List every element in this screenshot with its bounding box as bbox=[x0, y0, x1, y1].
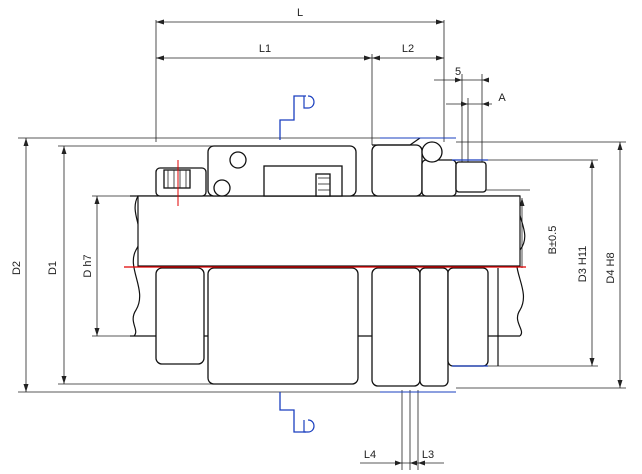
label-D1: D1 bbox=[47, 261, 59, 275]
left-dimensions: D2 D1 D h7 bbox=[11, 137, 420, 393]
label-A: A bbox=[498, 92, 506, 104]
label-D4: D4 H8 bbox=[605, 252, 617, 283]
label-B: B±0.5 bbox=[547, 226, 559, 255]
gland-housing bbox=[279, 95, 488, 433]
seal-upper bbox=[155, 137, 487, 197]
bottom-dimensions: L4 L3 bbox=[360, 390, 444, 470]
label-D2: D2 bbox=[11, 261, 23, 275]
shaft bbox=[130, 195, 526, 337]
label-Dh7: D h7 bbox=[82, 254, 94, 277]
label-L: L bbox=[297, 7, 303, 19]
label-L4: L4 bbox=[364, 449, 376, 461]
label-L1: L1 bbox=[259, 43, 271, 55]
right-dimensions: B±0.5 D3 H11 D4 H8 bbox=[456, 141, 626, 389]
label-5: 5 bbox=[455, 66, 461, 78]
label-L3: L3 bbox=[422, 449, 434, 461]
centerlines bbox=[124, 160, 526, 268]
label-L2: L2 bbox=[402, 43, 414, 55]
seal-lower bbox=[155, 267, 499, 387]
label-D3: D3 H11 bbox=[577, 246, 589, 282]
